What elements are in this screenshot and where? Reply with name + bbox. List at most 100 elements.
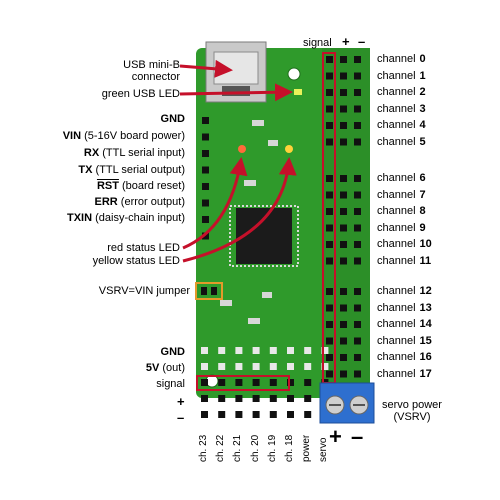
rx-pin-desc: (TTL serial input): [102, 147, 185, 159]
usb-connector-label-line1: USB mini-B: [123, 59, 180, 71]
header-pin: [269, 395, 277, 402]
yellow-led-label: yellow status LED: [92, 255, 180, 267]
vin-label: VIN (5-16V board power): [40, 130, 185, 142]
green-led-arrow: [179, 83, 293, 102]
channel-label-text: channel: [377, 205, 416, 217]
header-pin: [354, 138, 361, 146]
gnd-top-label: GND: [160, 113, 185, 125]
callout-arrows: [179, 59, 297, 263]
header-pin: [252, 411, 260, 418]
header-pin: [252, 395, 260, 402]
bottom-minus-label: –: [177, 410, 185, 425]
usb-connector-arrow: [179, 59, 233, 78]
header-pin: [354, 224, 361, 232]
yellow-led-arrow: [182, 157, 297, 263]
header-pin: [326, 105, 333, 113]
channel-label-number: 11: [419, 254, 432, 267]
bottom-column-label: ch. 20: [249, 434, 261, 462]
header-pin: [304, 379, 312, 386]
microcontroller-chip: [229, 205, 299, 267]
signal-bottom-label: signal: [156, 378, 185, 390]
header-pin: [340, 224, 347, 232]
bottom-column-label: ch. 18: [284, 434, 295, 462]
top-minus-label: –: [358, 34, 366, 49]
header-pin: [354, 321, 361, 328]
header-pin: [340, 321, 347, 328]
header-pin: [202, 117, 209, 124]
header-pin: [201, 347, 208, 354]
header-pin: [202, 166, 209, 174]
channel-label-text: channel: [377, 135, 416, 148]
header-pin: [202, 150, 209, 157]
channel-label-number: 10: [419, 238, 432, 250]
header-pin: [326, 354, 333, 361]
header-pin: [340, 257, 347, 265]
yellow-led: [285, 145, 293, 153]
usb-connector-label-line2: connector: [131, 71, 180, 83]
header-pin: [354, 208, 361, 215]
header-pin: [326, 138, 333, 146]
channel-label-number: 17: [419, 367, 432, 380]
servo-power-label: servo power (VSRV): [374, 399, 450, 423]
channel-label-number: 15: [419, 334, 432, 347]
top-plus-label: +: [342, 34, 350, 49]
signal-row-outline: [196, 375, 290, 391]
header-pin: [326, 224, 333, 232]
header-pin: [340, 89, 347, 96]
signal-top-label: signal: [303, 37, 332, 49]
header-pin: [218, 363, 226, 370]
header-pin: [340, 56, 347, 63]
red-led-arrow: [182, 157, 248, 250]
header-pin: [321, 363, 329, 370]
channel-label-number: 14: [419, 318, 432, 330]
header-pin: [304, 411, 312, 418]
header-pin: [252, 347, 260, 354]
header-pin: [326, 122, 333, 129]
servo-power-label-line1: servo power: [382, 399, 442, 411]
header-pin: [340, 138, 347, 146]
channel-label-text: channel: [377, 53, 416, 65]
green-led: [294, 89, 302, 95]
header-pin: [326, 89, 333, 96]
channel-label-text: channel: [377, 172, 416, 184]
rx-pin-name: RX: [83, 147, 100, 159]
header-pin: [218, 395, 226, 402]
header-pin: [202, 133, 209, 141]
header-pin: [340, 370, 347, 378]
servo-power-label-line2: (VSRV): [393, 411, 431, 423]
rx-label: RX (TTL serial input): [40, 147, 185, 159]
err-pin-name: ERR: [94, 196, 118, 208]
header-pin: [202, 232, 209, 240]
channel-label-number: 13: [419, 301, 432, 314]
bottom-column-label: ch. 23: [198, 434, 209, 462]
header-pin: [287, 379, 294, 386]
red-led-label: red status LED: [107, 242, 180, 254]
header-pin: [326, 241, 333, 248]
header-pin: [201, 395, 208, 402]
header-pin: [354, 122, 361, 129]
bottom-column-label: power: [301, 434, 313, 462]
usb-connector-label: USB mini-B connector: [100, 59, 180, 83]
header-pin: [340, 191, 347, 199]
header-pin: [354, 105, 361, 113]
five-v-pin-name: 5V: [145, 362, 160, 374]
header-pin: [202, 183, 209, 190]
header-pin: [287, 363, 294, 370]
header-pin: [354, 337, 361, 345]
txin-pin-name: TXIN: [67, 212, 93, 224]
five-v-label: 5V (out): [110, 362, 185, 374]
header-pin: [326, 257, 333, 265]
channel-label-text: channel: [377, 238, 416, 250]
header-pin: [326, 321, 333, 328]
header-pin: [201, 363, 208, 370]
channel-label-number: 9: [419, 221, 426, 234]
channel-label-number: 7: [419, 188, 426, 201]
header-pin: [235, 411, 243, 418]
